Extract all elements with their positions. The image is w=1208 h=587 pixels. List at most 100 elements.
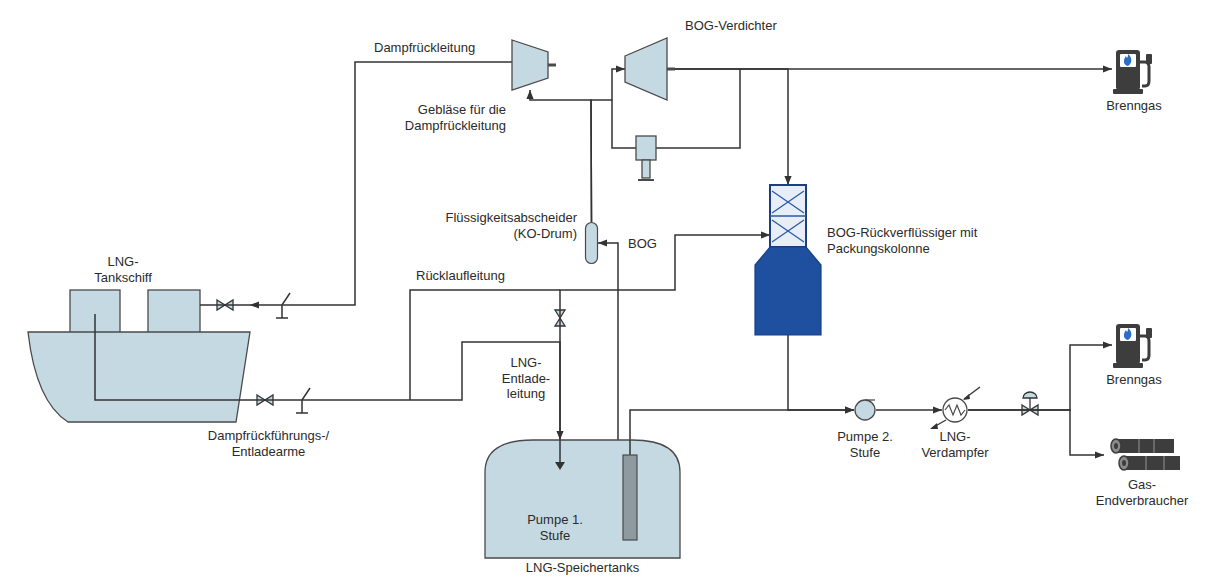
drawing-part [623,455,637,540]
drawing-part [1124,456,1180,470]
compressor-bypass [656,69,740,148]
node-label: LNG- Tankschiff [78,254,168,285]
drawing-part [942,397,968,423]
node-label: Pumpe 1. Stufe [517,512,593,543]
drawing-part [625,38,667,100]
valves [217,300,1038,415]
pipe-connector [630,410,854,440]
pipe-connector [876,409,942,411]
drawing-part [855,400,875,420]
node-label: Pumpe 2. Stufe [828,429,902,460]
node-label: BOG-Rückverflüssiger mit Packungskolonne [827,225,1007,256]
drawing-part [148,290,200,338]
pipe-connector [250,342,560,440]
drawing-part [1116,324,1140,364]
line-label: LNG- Entlade- leitung [494,355,558,402]
drawing-part [1113,363,1143,368]
drawing-part [28,332,250,422]
drawing-part [963,394,970,400]
drawing-part [28,290,250,422]
drawing-part [560,440,630,468]
valve-actuator [1023,392,1037,398]
drawing-part [1112,322,1156,368]
node-label: Gas- Endverbraucher [1090,477,1194,508]
drawing-part [512,40,548,90]
fuel-icon: Brenngas [1112,322,1156,368]
drawing-part [930,423,938,429]
pipe-connector [968,345,1112,410]
storage-tank: Pumpe 1. StufeLNG-Speichertanks [485,440,680,558]
drawing-part [1124,328,1131,340]
drawing-part [1120,328,1136,341]
pipe-connector [788,335,854,410]
drawing-part [1122,460,1126,466]
drawing-part [865,399,875,400]
drawing-part [555,462,565,470]
drawing-part [512,40,548,90]
node-label: Flüssigkeitsabscheider (KO-Drum) [415,210,577,241]
drawing-part [1146,54,1152,64]
node-label: LNG- Verdampfer [912,429,998,460]
drawing-part [586,223,598,264]
ship-shape: LNG- Tankschiff [28,290,250,422]
drawing-part [667,68,675,71]
drawing-part [1139,439,1164,470]
pipe-connector [667,69,788,185]
drawing-part [1113,89,1143,94]
motor-base [638,179,654,181]
part-label: Dampfrückführungs-/ Entladearme [186,428,351,459]
node-label: Brenngas [1100,98,1168,114]
compressor-bypass [612,100,636,148]
drawing-part [1116,50,1140,90]
drawing-part [1140,62,1149,86]
drawing-part [770,185,806,247]
pipe-connector [591,69,625,222]
drawing-part [755,247,821,335]
compressor-symbol: BOG-Verdichter [625,38,667,100]
line-label: BOG [626,236,659,252]
line-label: Rücklaufleitung [414,268,507,284]
fuel-icon: Brenngas [1112,48,1156,94]
vaporizer-symbol: LNG- Verdampfer [942,397,968,423]
drawing-part [1146,328,1152,338]
small-compressor [636,136,656,180]
drawing-part [485,440,680,558]
drawing-part [1114,443,1118,449]
drawing-part [1140,336,1149,360]
pipe-connector [598,243,618,440]
drawing-part [770,191,806,242]
motor [642,160,650,178]
compressor-box [636,136,656,160]
drawing-part [625,38,667,100]
node-label: LNG-Speichertanks [465,560,700,576]
pipeline-icon: Gas- Endverbraucher [1104,437,1184,473]
drawing-part [1116,439,1174,453]
drawing-part [945,405,965,415]
recondenser-column: BOG-Rückverflüssiger mit Packungskolonne [755,185,821,335]
drawing-part [943,398,967,422]
drawing-part [1124,54,1131,66]
pipe-connector [250,62,512,305]
drawing-part [964,387,980,399]
drawing-part [854,399,876,421]
drawing-part [485,440,680,558]
drawing-part [548,64,556,67]
node-label: Brenngas [1100,372,1168,388]
drawing-part [1104,437,1184,473]
loading-arms [276,293,310,413]
drawing-part [585,222,598,264]
node-label: BOG-Verdichter [685,18,805,34]
drawing-part [95,305,250,400]
drawing-part [1111,439,1121,453]
drawing-part [755,185,821,335]
blower-symbol: Gebläse für die Dampfrückleitung [512,40,548,90]
line-label: Dampfrückleitung [372,40,477,56]
drawing-part [1112,48,1156,94]
pump-symbol: Pumpe 2. Stufe [854,399,876,421]
valve-stem [1029,398,1030,410]
knockout-drum: Flüssigkeitsabscheider (KO-Drum) [585,222,598,264]
pipe-connector [530,90,592,222]
drawing-part [1120,54,1136,67]
node-label: Gebläse für die Dampfrückleitung [386,102,506,133]
